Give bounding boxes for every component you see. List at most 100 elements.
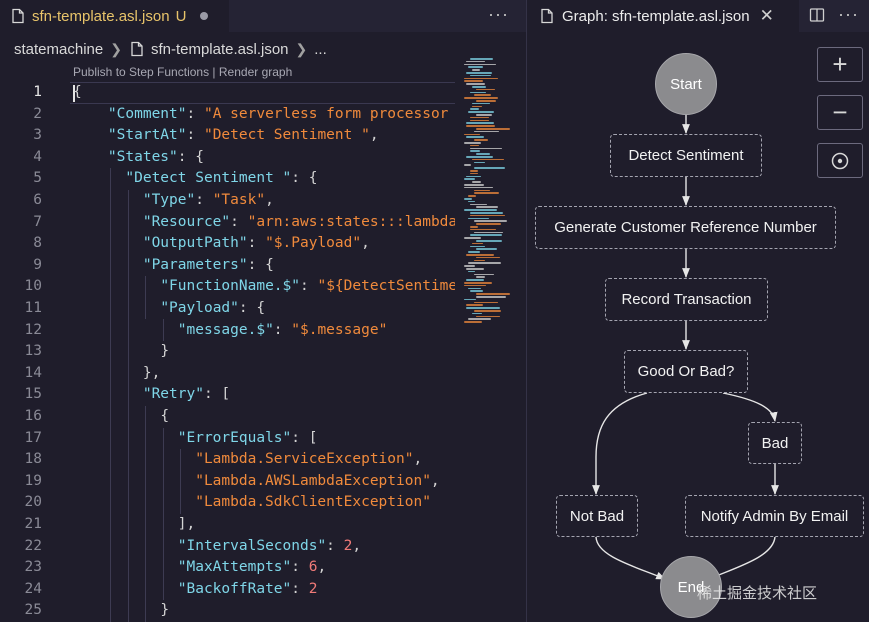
- code-token: "States": [107, 148, 178, 165]
- chevron-right-icon: ❯: [110, 40, 122, 57]
- node-record-transaction[interactable]: Record Transaction: [605, 278, 768, 321]
- minimap-line: [464, 178, 475, 180]
- code-text: "MaxAttempts": 6,: [73, 557, 326, 579]
- minimap-line: [476, 240, 502, 242]
- state-machine-graph[interactable]: Start Detect Sentiment Generate Customer…: [527, 32, 869, 622]
- minimap-line: [464, 265, 475, 267]
- code-line: 13 }: [0, 341, 455, 363]
- graph-more-actions-button[interactable]: ···: [838, 4, 859, 24]
- line-number: 24: [24, 580, 42, 597]
- code-editor[interactable]: 1{2 "Comment": "A serverless form proces…: [0, 82, 455, 622]
- breadcrumb: statemachine ❯ sfn-template.asl.json ❯ .…: [14, 38, 327, 60]
- minimap[interactable]: [462, 58, 520, 330]
- breadcrumb-file[interactable]: sfn-template.asl.json: [150, 40, 289, 58]
- code-line: 2 "Comment": "A serverless form processo…: [0, 104, 455, 126]
- breadcrumb-folder[interactable]: statemachine: [14, 40, 104, 58]
- minimap-line: [464, 164, 471, 166]
- zoom-out-button[interactable]: −: [817, 95, 863, 130]
- minimap-line: [470, 91, 486, 94]
- line-number: 3: [33, 127, 42, 144]
- line-number: 12: [24, 321, 42, 338]
- code-token: "message.$": [177, 321, 274, 338]
- line-number: 23: [24, 559, 42, 576]
- code-token: },: [142, 364, 161, 381]
- indent: [73, 149, 108, 165]
- indent-guide: [163, 428, 164, 600]
- tab-sfn-template[interactable]: sfn-template.asl.json U: [0, 0, 229, 32]
- minimap-line: [470, 226, 479, 228]
- node-start[interactable]: Start: [655, 53, 717, 115]
- minimap-line: [466, 83, 485, 85]
- minimap-line: [474, 94, 491, 96]
- code-text: "BackoffRate": 2: [73, 579, 318, 601]
- publish-to-step-functions-link[interactable]: Publish to Step Functions: [73, 65, 210, 79]
- line-number: 8: [33, 235, 42, 252]
- node-end[interactable]: End: [660, 556, 722, 618]
- minimap-line: [464, 186, 493, 189]
- code-token: 6: [308, 559, 318, 576]
- code-token: ,: [369, 127, 379, 144]
- zoom-in-button[interactable]: +: [817, 47, 863, 82]
- indent: [73, 451, 195, 467]
- minimap-line: [470, 144, 479, 147]
- center-graph-button[interactable]: [817, 143, 863, 178]
- minimap-line: [472, 181, 481, 183]
- indent: [73, 408, 160, 424]
- editor-more-actions-button[interactable]: ···: [488, 4, 509, 24]
- code-token: }: [160, 602, 170, 619]
- minimap-line: [466, 156, 494, 158]
- code-text: "StartAt": "Detect Sentiment ",: [73, 125, 379, 147]
- line-number: 14: [24, 364, 42, 381]
- code-line: 15 "Retry": [: [0, 384, 455, 406]
- unsaved-dot-icon[interactable]: [200, 12, 209, 20]
- code-text: "Payload": {: [73, 298, 265, 320]
- pane-divider[interactable]: [526, 0, 527, 622]
- edge-notbad-end: [595, 536, 666, 580]
- minimap-line: [474, 192, 500, 194]
- minimap-line: [464, 77, 499, 80]
- code-token: "$.message": [291, 321, 388, 338]
- line-number: 20: [24, 494, 42, 511]
- code-text: "FunctionName.$": "${DetectSentime: [73, 276, 455, 298]
- minimap-line: [468, 195, 477, 197]
- close-icon[interactable]: ✕: [759, 6, 774, 25]
- split-editor-icon[interactable]: [809, 7, 825, 23]
- code-line: 14 },: [0, 363, 455, 385]
- node-bad[interactable]: Bad: [748, 422, 802, 464]
- line-number: 16: [24, 408, 42, 424]
- minimap-line: [476, 315, 501, 318]
- node-generate-customer-reference-number[interactable]: Generate Customer Reference Number: [535, 206, 836, 249]
- code-line: 1{: [0, 82, 455, 104]
- node-notify-admin-by-email[interactable]: Notify Admin By Email: [685, 495, 864, 537]
- json-file-icon: [10, 8, 26, 24]
- code-token: ,: [317, 559, 327, 576]
- minimap-line: [472, 69, 481, 71]
- node-detect-sentiment[interactable]: Detect Sentiment: [610, 134, 762, 177]
- minimap-line: [466, 125, 495, 127]
- minimap-line: [464, 133, 480, 136]
- code-token: {: [73, 84, 82, 100]
- minimap-line: [468, 270, 475, 273]
- minimap-line: [470, 116, 490, 119]
- tab-graph[interactable]: Graph: sfn-template.asl.json ✕: [527, 0, 799, 32]
- code-token: "Detect Sentiment ": [203, 127, 370, 144]
- code-token: "Resource": [142, 213, 231, 230]
- text-cursor: [73, 85, 75, 102]
- minimap-line: [474, 310, 502, 312]
- minimap-line: [466, 279, 484, 281]
- code-token: "Lambda.AWSLambdaException": [195, 472, 431, 489]
- indent: [73, 516, 178, 532]
- indent: [73, 214, 143, 230]
- node-good-or-bad[interactable]: Good Or Bad?: [624, 350, 748, 393]
- line-number: 5: [33, 170, 42, 187]
- line-number: 17: [24, 429, 42, 446]
- minimap-line: [472, 102, 491, 105]
- minimap-line: [470, 234, 503, 236]
- code-token: "$.Payload": [265, 235, 362, 252]
- node-not-bad[interactable]: Not Bad: [556, 495, 638, 537]
- minimap-line: [472, 105, 483, 108]
- minimap-line: [476, 296, 507, 298]
- breadcrumb-symbol[interactable]: ...: [314, 40, 327, 58]
- render-graph-link[interactable]: Render graph: [218, 65, 293, 79]
- indent-guide: [145, 276, 146, 319]
